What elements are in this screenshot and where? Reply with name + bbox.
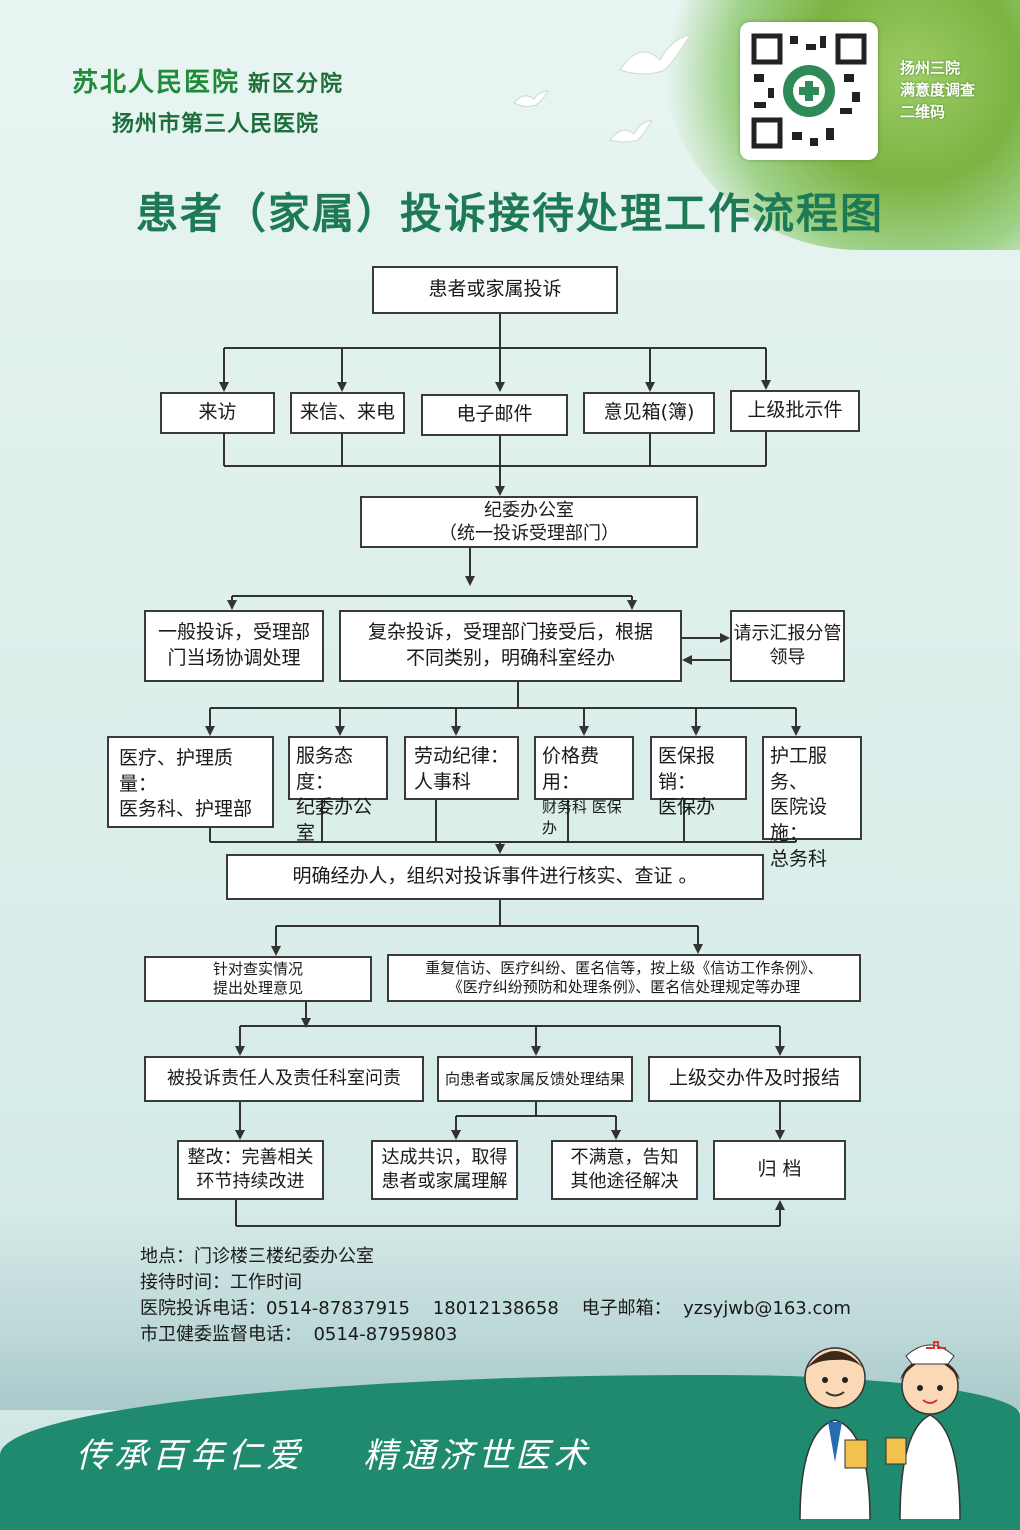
info-complaint-phone: 医院投诉电话：0514-87837915 18012138658 电子邮箱： y… bbox=[140, 1298, 851, 1319]
qr-pattern-icon bbox=[751, 33, 867, 149]
node-consensus: 达成共识，取得 患者或家属理解 bbox=[371, 1140, 518, 1200]
node-regulations: 重复信访、医疗纠纷、匿名信等，按上级《信访工作条例》、 《医疗纠纷预防和处理条例… bbox=[387, 954, 861, 1002]
node-general-complaint: 一般投诉，受理部 门当场协调处理 bbox=[144, 610, 324, 682]
node-complaint: 患者或家属投诉 bbox=[372, 266, 618, 314]
doctor-nurse-illustration-icon bbox=[799, 1341, 961, 1520]
hospital-name: 苏北人民医院新区分院 bbox=[72, 68, 345, 98]
page-title: 患者（家属）投诉接待处理工作流程图 bbox=[135, 189, 884, 238]
node-archive: 归 档 bbox=[713, 1140, 846, 1200]
dove-icon bbox=[513, 90, 549, 108]
branch-name: 新区分院 bbox=[248, 72, 345, 97]
node-opinion: 针对查实情况 提出处理意见 bbox=[144, 956, 372, 1002]
node-superior-instruction: 上级批示件 bbox=[730, 390, 860, 432]
node-accountability: 被投诉责任人及责任科室问责 bbox=[144, 1056, 424, 1102]
hospital-name-secondary: 扬州市第三人民医院 bbox=[112, 112, 320, 137]
node-visit: 来访 bbox=[160, 392, 275, 434]
node-unsatisfied: 不满意，告知 其他途径解决 bbox=[551, 1140, 698, 1200]
qr-code[interactable] bbox=[740, 22, 878, 160]
node-discipline-office: 纪委办公室 （统一投诉受理部门） bbox=[360, 496, 698, 548]
dept-price-sub: 财务科 医保办 bbox=[542, 798, 622, 837]
info-reception-time: 接待时间：工作时间 bbox=[140, 1272, 302, 1293]
node-letter-call: 来信、来电 bbox=[290, 392, 405, 434]
node-complex-complaint: 复杂投诉，受理部门接受后，根据 不同类别，明确科室经办 bbox=[339, 610, 682, 682]
node-suggestion-box: 意见箱(簿) bbox=[583, 392, 715, 434]
dept-price-title: 价格费用： bbox=[542, 745, 600, 793]
node-verify: 明确经办人，组织对投诉事件进行核实、查证 。 bbox=[226, 854, 764, 900]
qr-caption: 扬州三院 满意度调查 二维码 bbox=[900, 59, 976, 121]
slogan: 传承百年仁爱 精通济世医术 bbox=[76, 1436, 592, 1476]
info-supervision-phone: 市卫健委监督电话： 0514-87959803 bbox=[140, 1324, 458, 1345]
dove-icons bbox=[609, 34, 692, 143]
node-dept-price: 价格费用： 财务科 医保办 bbox=[534, 736, 634, 837]
node-dept-medical: 医疗、护理质量： 医务科、护理部 bbox=[107, 736, 274, 828]
info-location: 地点：门诊楼三楼纪委办公室 bbox=[140, 1246, 374, 1267]
node-superior-report: 上级交办件及时报结 bbox=[648, 1056, 861, 1102]
node-dept-service: 服务态度： 纪委办公室 bbox=[288, 736, 388, 844]
node-dept-logistics: 护工服务、 医院设施： 总务科 bbox=[762, 736, 862, 870]
node-report-leader: 请示汇报分管 领导 bbox=[730, 610, 845, 682]
node-dept-insurance: 医保报销： 医保办 bbox=[650, 736, 747, 818]
node-email: 电子邮件 bbox=[421, 394, 568, 436]
node-rectify: 整改：完善相关 环节持续改进 bbox=[177, 1140, 324, 1200]
node-feedback: 向患者或家属反馈处理结果 bbox=[437, 1056, 633, 1102]
node-dept-labor: 劳动纪律： 人事科 bbox=[404, 736, 519, 800]
